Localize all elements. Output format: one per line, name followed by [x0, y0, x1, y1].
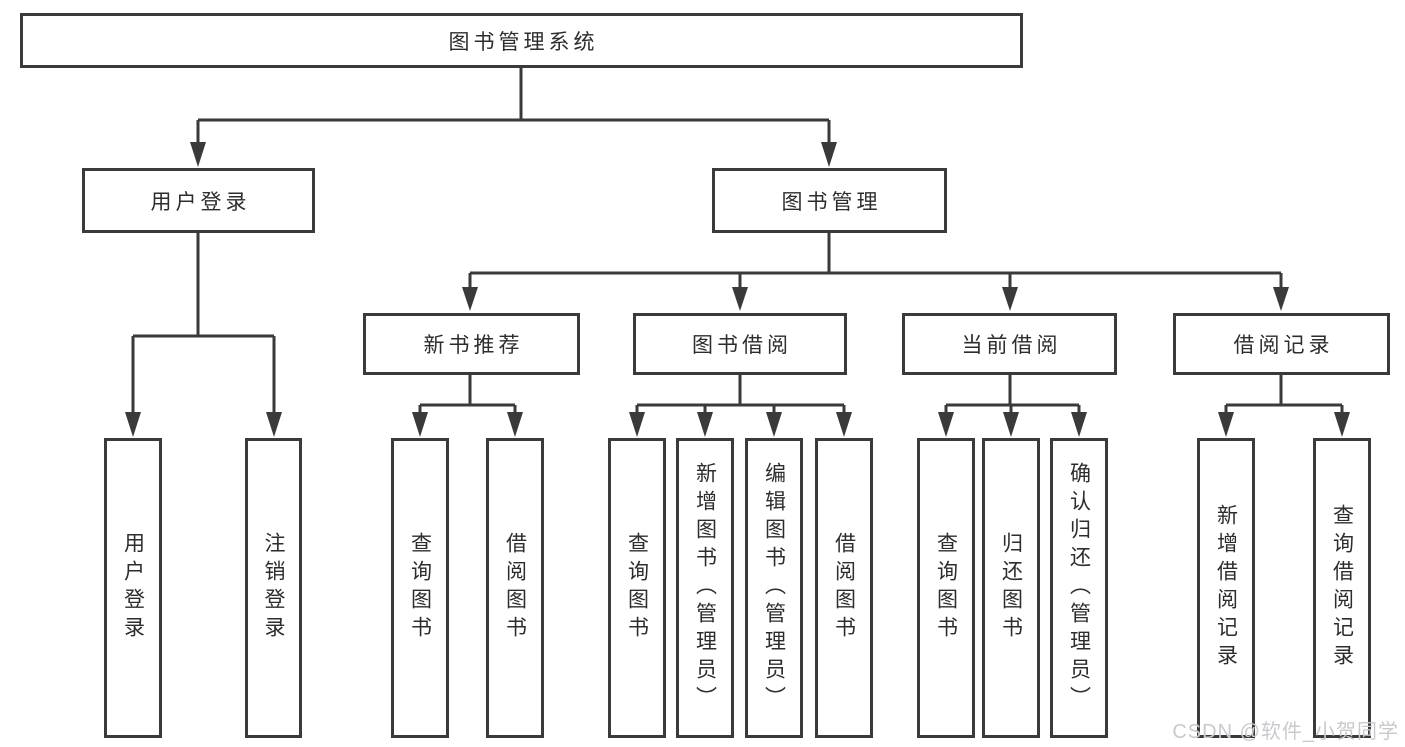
leaf-add-book-admin: 新增图书（管理员） — [676, 438, 734, 738]
node-label: 新书推荐 — [423, 334, 524, 357]
node-label: 当前借阅 — [961, 334, 1062, 357]
leaf-label: 查询借阅记录 — [1330, 504, 1354, 672]
leaf-label: 编辑图书（管理员） — [762, 462, 786, 714]
leaf-borrow-book: 借阅图书 — [815, 438, 873, 738]
leaf-label: 新增图书（管理员） — [693, 462, 717, 714]
leaf-label: 借阅图书 — [503, 532, 527, 644]
node-current-borrow: 当前借阅 — [902, 313, 1117, 375]
leaf-label: 查询图书 — [625, 532, 649, 644]
leaf-add-borrow-record: 新增借阅记录 — [1197, 438, 1255, 738]
node-label: 图书管理 — [781, 190, 882, 214]
node-user-login: 用户登录 — [82, 168, 315, 233]
leaf-label: 新增借阅记录 — [1214, 504, 1238, 672]
leaf-query-book-current: 查询图书 — [917, 438, 975, 738]
node-book-borrow: 图书借阅 — [633, 313, 847, 375]
node-book-management: 图书管理 — [712, 168, 947, 233]
leaf-edit-book-admin: 编辑图书（管理员） — [745, 438, 803, 738]
arrowheads — [125, 142, 1350, 437]
node-label: 用户登录 — [150, 190, 251, 214]
leaf-label: 归还图书 — [999, 532, 1023, 644]
leaf-label: 查询图书 — [408, 532, 432, 644]
leaf-label: 查询图书 — [934, 532, 958, 644]
node-label: 借阅记录 — [1233, 334, 1334, 357]
csdn-watermark: CSDN @软件_小贺同学 — [1172, 721, 1399, 743]
node-borrow-records: 借阅记录 — [1173, 313, 1390, 375]
node-label: 图书管理系统 — [448, 30, 599, 54]
leaf-query-book-borrow: 查询图书 — [608, 438, 666, 738]
leaf-label: 借阅图书 — [832, 532, 856, 644]
leaf-user-login: 用户登录 — [104, 438, 162, 738]
leaf-logout: 注销登录 — [245, 438, 302, 738]
node-new-book-recommend: 新书推荐 — [363, 313, 580, 375]
leaf-label: 用户登录 — [121, 532, 145, 644]
leaf-query-book-recommend: 查询图书 — [391, 438, 449, 738]
leaf-query-borrow-record: 查询借阅记录 — [1313, 438, 1371, 738]
node-label: 图书借阅 — [692, 334, 792, 357]
leaf-label: 确认归还（管理员） — [1067, 462, 1091, 714]
node-system-root: 图书管理系统 — [20, 13, 1023, 68]
leaf-borrow-book-recommend: 借阅图书 — [486, 438, 544, 738]
leaf-label: 注销登录 — [262, 532, 285, 644]
leaf-return-book: 归还图书 — [982, 438, 1040, 738]
leaf-confirm-return-admin: 确认归还（管理员） — [1050, 438, 1108, 738]
